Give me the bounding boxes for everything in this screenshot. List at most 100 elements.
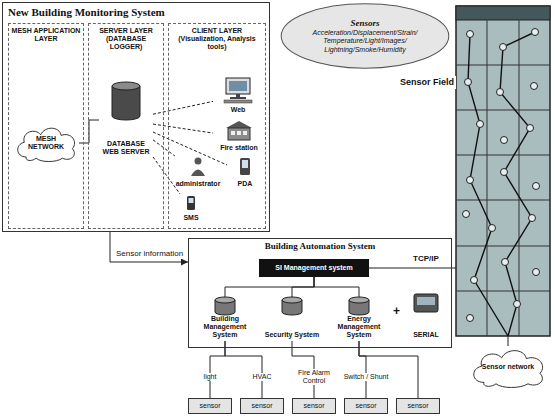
- sensor-dots: [527, 125, 534, 132]
- floor-lines: [519, 20, 520, 336]
- node-label: sensor: [303, 402, 324, 410]
- sensor-links: [468, 34, 508, 336]
- sensor-dots: [465, 79, 472, 86]
- sensor-dots: [467, 315, 474, 322]
- system-icons: [349, 297, 369, 303]
- computer-icon: [226, 78, 250, 94]
- sensor-dots: [471, 277, 478, 284]
- sensor-dots: [477, 121, 484, 128]
- connector: [292, 277, 314, 297]
- connector: [110, 232, 188, 262]
- connector: [225, 277, 314, 297]
- node-label: MESH NETWORK: [23, 135, 69, 151]
- ellipse-outline: [280, 3, 450, 69]
- sensor-dots: [500, 44, 507, 51]
- building-roof: [456, 6, 550, 20]
- node-label: CLIENT LAYER (Visualization, Analysis to…: [171, 27, 263, 51]
- sensor-dots: [463, 29, 540, 322]
- connector: [359, 341, 418, 398]
- connector: [153, 157, 180, 194]
- sensor-field-building: Sensor Field: [456, 6, 550, 336]
- protocol-label: TCP/IP: [412, 254, 440, 263]
- connectors: [79, 101, 508, 398]
- database-icon: [112, 86, 140, 120]
- serial-device-icon: [414, 294, 438, 312]
- floor-lines: [456, 155, 550, 156]
- floor-lines: [456, 246, 550, 247]
- client-device: Fire station: [213, 120, 265, 154]
- database-icon: [112, 82, 140, 90]
- node-label: Sensor network: [482, 363, 535, 371]
- system-icons: [282, 297, 302, 303]
- phone-icon: [189, 198, 194, 203]
- sensor-dots: [533, 183, 540, 190]
- connector: [225, 341, 262, 398]
- node-label: Sensors: [350, 18, 379, 29]
- client-device: Web: [213, 76, 263, 116]
- phone-icon: [187, 196, 195, 210]
- connector: [359, 341, 366, 398]
- node-label: Fire station: [220, 144, 258, 152]
- floor-lines: [456, 291, 550, 292]
- node-label: sensor: [355, 402, 376, 410]
- fire-station-icon: [231, 131, 235, 135]
- sensor-box: sensor: [292, 398, 336, 414]
- connector: [314, 277, 359, 297]
- system-panel: MESH NETWORK MESH APPLICATION LAYER DATABA…: [2, 2, 270, 232]
- node-label: SI Management system: [275, 264, 352, 272]
- connector: [153, 124, 213, 133]
- floor-lines: [456, 20, 550, 336]
- node-label: Sensor Field: [398, 76, 456, 89]
- system-icons: [215, 297, 369, 315]
- node-label: SERVER LAYER (DATABASE LOGGER): [91, 27, 161, 51]
- sensor-dots: [531, 83, 538, 90]
- subsystem-box: Building Management System: [193, 297, 257, 341]
- sensor-links: [468, 32, 535, 336]
- cloud-shape: [18, 128, 75, 161]
- person-icon: [191, 170, 205, 177]
- phone-icon: [187, 196, 195, 210]
- connector-label: light: [203, 373, 218, 381]
- sensor-box: sensor: [396, 398, 440, 414]
- layer-column: MESH NETWORK MESH APPLICATION LAYER: [8, 23, 84, 229]
- plus-sign: +: [392, 305, 401, 317]
- sensor-dots: [514, 301, 521, 308]
- connector-label: Switch / Shunt: [343, 373, 390, 381]
- node-label: Building Management System: [194, 315, 256, 339]
- serial-device: SERIAL: [405, 291, 447, 341]
- connector: [210, 341, 225, 398]
- pda-icon: [240, 158, 250, 175]
- sensor-dots: [463, 211, 470, 218]
- node-body: Acceleration/Displacement/Strain/ Temper…: [304, 29, 426, 54]
- building-outline: [456, 6, 550, 336]
- sensor-box: sensor: [188, 398, 232, 414]
- system-icons: [215, 297, 235, 303]
- node-label: sensor: [199, 402, 220, 410]
- layer-column: WebFire station administrator PDA SMS CLIENT…: [168, 23, 266, 229]
- management-box: SI Management system: [259, 259, 369, 277]
- sensor-dots: [529, 215, 536, 222]
- database-server: DATABASE WEB SERVER: [99, 82, 153, 158]
- sensor-dots: [501, 169, 508, 176]
- node-label: administrator: [176, 180, 221, 188]
- node-label: sensor: [251, 402, 272, 410]
- fire-station-icon: [243, 131, 247, 135]
- client-device: administrator: [171, 156, 225, 190]
- person-icon: [195, 158, 202, 165]
- node-label: Building Automation System: [265, 241, 376, 252]
- client-device: SMS: [171, 194, 211, 224]
- pda-icon: [242, 160, 248, 168]
- serial-device-icon: [417, 297, 435, 305]
- sensor-dots: [501, 137, 508, 144]
- sensor-dots: [502, 259, 509, 266]
- node-label: PDA: [238, 180, 253, 188]
- node-label: SMS: [183, 214, 198, 222]
- node-label: SERIAL: [413, 331, 439, 339]
- node-label: MESH APPLICATION LAYER: [11, 27, 81, 43]
- pda-icon: [240, 158, 250, 175]
- computer-icon: [229, 81, 247, 91]
- serial-device-icon: [414, 294, 438, 312]
- sensor-links: [500, 32, 535, 336]
- sensor-dots: [532, 29, 539, 36]
